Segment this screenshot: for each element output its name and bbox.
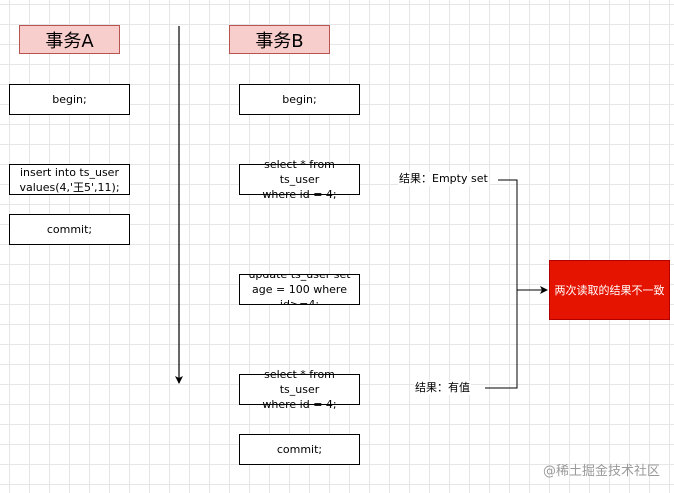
second-result-note: 结果：有值 [414, 381, 471, 395]
transaction-a-header: 事务A [19, 25, 120, 54]
tx-b-commit-box: commit; [239, 434, 360, 465]
tx-a-commit-text: commit; [46, 223, 93, 236]
tx-b-update-text: update ts_user set age = 100 where id>=4… [248, 274, 351, 305]
watermark: @稀土掘金技术社区 [542, 464, 660, 479]
tx-a-begin-text: begin; [52, 93, 87, 106]
tx-b-select2-text: select * from ts_user where id = 4; [262, 368, 337, 411]
tx-b-select1-text: select * from ts_user where id = 4; [262, 158, 337, 201]
tx-a-insert-text: insert into ts_user values(4,'王5',11); [19, 165, 120, 194]
tx-b-commit-text: commit; [276, 443, 323, 456]
tx-a-commit-box: commit; [9, 214, 130, 245]
transaction-b-title: 事务B [255, 30, 304, 52]
second-result-connector [485, 286, 548, 389]
tx-b-select1-box: select * from ts_user where id = 4; [239, 158, 360, 201]
tx-b-begin-text: begin; [282, 93, 317, 106]
tx-b-begin-box: begin; [239, 84, 360, 115]
tx-b-select2-box: select * from ts_user where id = 4; [239, 368, 360, 411]
tx-b-update-box: update ts_user set age = 100 where id>=4… [239, 274, 360, 305]
tx-a-begin-box: begin; [9, 84, 130, 115]
conclusion-box: 两次读取的结果不一致 [549, 260, 670, 320]
tx-a-insert-box: insert into ts_user values(4,'王5',11); [9, 164, 130, 195]
transaction-a-title: 事务A [45, 30, 94, 52]
transaction-b-header: 事务B [229, 25, 330, 54]
first-result-note: 结果：Empty set [398, 172, 489, 186]
first-result-connector [498, 179, 518, 290]
conclusion-text: 两次读取的结果不一致 [554, 283, 665, 297]
